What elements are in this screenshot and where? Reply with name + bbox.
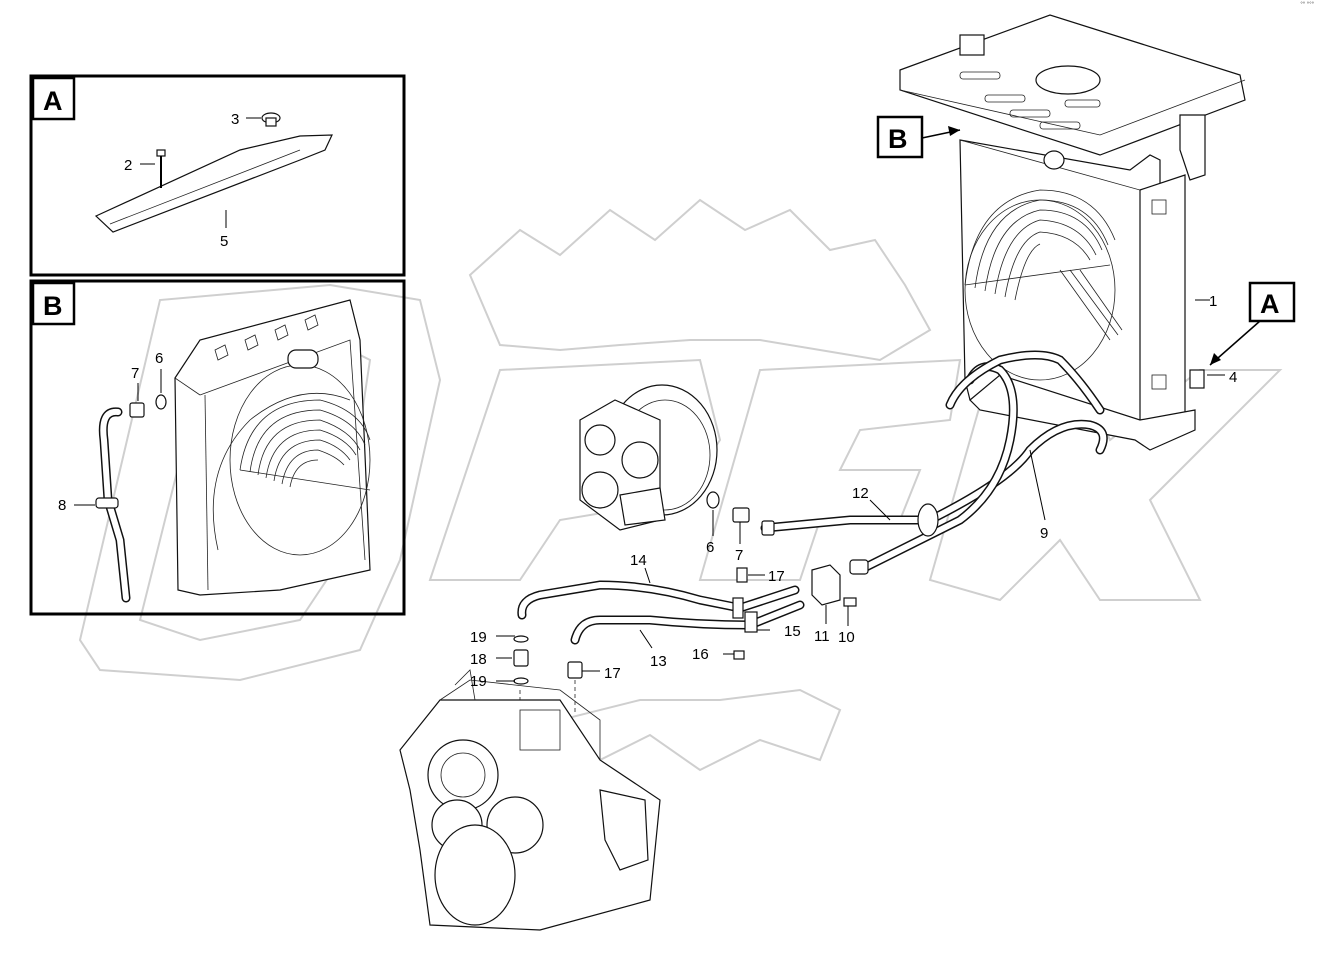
label-17-lower: 17 [604,665,621,682]
filler-neck [287,349,319,369]
part-labels: 1 4 6 7 9 10 11 12 13 14 15 16 17 17 18 … [470,293,1237,690]
detail-box-b: B [29,279,406,616]
bolt-10 [843,597,857,607]
callout-a: A [1209,281,1296,366]
label-3: 3 [231,111,239,128]
callout-b: B [876,115,961,159]
fitting-7 [732,507,750,523]
radiator [174,299,371,596]
callout-a-letter: A [1260,289,1280,319]
label-6: 6 [706,539,714,556]
radiator-assembly [899,14,1246,451]
label-14: 14 [630,552,647,569]
label-b-6: 6 [155,350,163,367]
label-19-upper: 19 [470,629,487,646]
detail-box-a-letter: A [43,86,63,116]
label-7: 7 [735,547,743,564]
hoses-lower [517,567,805,660]
bolt-icon [156,149,166,188]
label-13: 13 [650,653,667,670]
label-18: 18 [470,651,487,668]
label-b-8: 8 [58,497,66,514]
label-2: 2 [124,157,132,174]
label-1: 1 [1209,293,1217,310]
label-11: 11 [814,628,830,645]
label-19-lower: 19 [470,673,487,690]
transmission [399,669,661,931]
leader-lines [496,299,1225,682]
cap-icon [261,112,281,127]
label-10: 10 [838,629,855,646]
fan-guard [239,399,371,491]
clamp-9 [917,503,939,537]
hoses-upper [760,350,1108,575]
fitting-icon [129,402,145,418]
detail-box-b-letter: B [43,291,63,321]
label-16: 16 [692,646,709,663]
label-5: 5 [220,233,228,250]
bolt-17 [736,567,748,583]
bolt-16 [733,650,745,660]
detail-box-a: A 3 2 5 [29,74,406,277]
label-15: 15 [784,623,801,640]
callout-b-letter: B [888,124,908,154]
bolt-4 [1189,369,1205,389]
pump-unit [579,384,750,531]
washer-icon [155,394,167,410]
washer-6 [706,491,720,509]
label-b-7: 7 [131,365,139,382]
label-17-upper: 17 [768,568,785,585]
clamp-icon [95,497,119,509]
block-11 [811,564,857,607]
corner-mark: °° °°° [1300,2,1314,8]
label-4: 4 [1229,369,1237,386]
label-12: 12 [852,485,869,502]
label-9: 9 [1040,525,1048,542]
